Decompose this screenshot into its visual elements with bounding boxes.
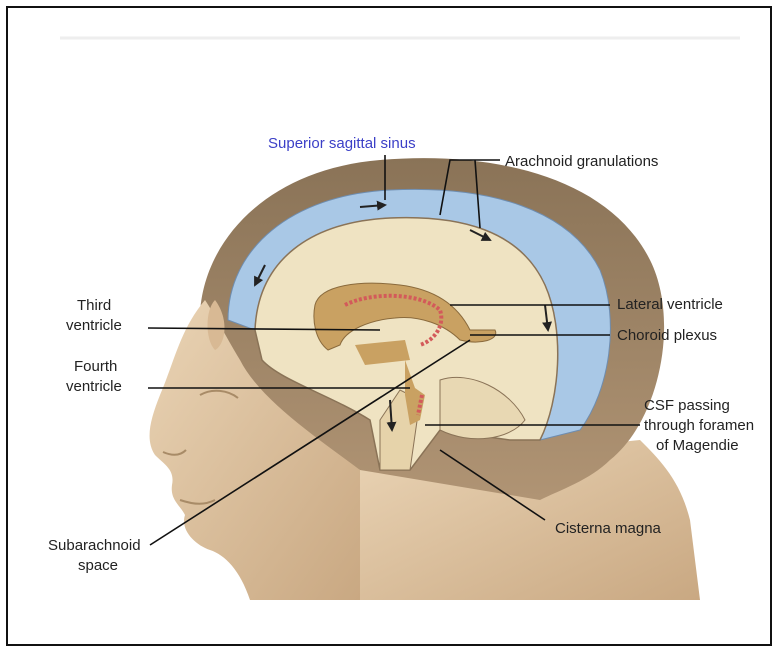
label-superior-sagittal-sinus: Superior sagittal sinus [268,135,416,152]
label-csf-magendie-line2: through foramen [644,417,754,434]
label-csf-magendie-line1: CSF passing [644,397,730,414]
label-third-ventricle-line2: ventricle [66,317,122,334]
label-csf-magendie-line3: of Magendie [656,437,739,454]
label-arachnoid-granulations: Arachnoid granulations [505,153,658,170]
label-subarachnoid-space-line1: Subarachnoid [48,537,141,554]
label-choroid-plexus: Choroid plexus [617,327,717,344]
label-cisterna-magna: Cisterna magna [555,520,662,537]
label-fourth-ventricle-line1: Fourth [74,358,117,375]
label-third-ventricle-line1: Third [77,297,111,314]
label-subarachnoid-space-line2: space [78,557,118,574]
label-fourth-ventricle-line2: ventricle [66,378,122,395]
label-lateral-ventricle: Lateral ventricle [617,296,723,313]
